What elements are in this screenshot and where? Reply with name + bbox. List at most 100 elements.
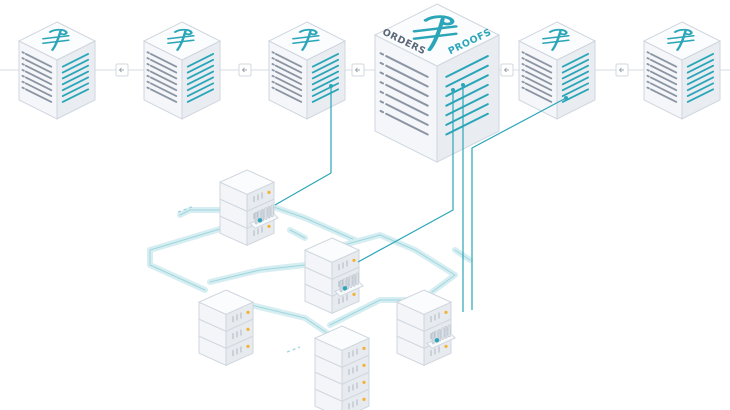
pipe-b-d [207, 262, 308, 285]
block-proof-line [311, 53, 340, 68]
chain-link [615, 63, 629, 77]
server-node-d [197, 289, 255, 367]
server-led [352, 292, 356, 296]
block-record-line [649, 64, 678, 80]
server-led [246, 327, 250, 331]
block-record-bullet [271, 86, 275, 90]
server-led [362, 397, 366, 401]
server-top-face [395, 289, 453, 315]
server-connection-dot [342, 286, 348, 291]
block-record-bullet [646, 86, 650, 90]
server-blade [355, 272, 359, 286]
pipe-a-b-2-core [289, 229, 306, 239]
block-record-bullet [146, 80, 150, 84]
block-record-line [274, 88, 303, 103]
block-record-line [524, 70, 553, 86]
block-proof-line [686, 88, 715, 103]
block-record-bullet [646, 74, 650, 78]
block-record-line [149, 64, 178, 80]
arrow-left-icon [118, 67, 124, 73]
block-proof-line [561, 58, 590, 74]
block-record-line [24, 70, 53, 86]
block-record-line [524, 64, 553, 80]
server-led [267, 190, 271, 194]
server-blade [352, 274, 356, 287]
server-blade [270, 204, 274, 218]
block-proof-line [561, 76, 590, 92]
block-record-line [274, 58, 303, 74]
server-blade [349, 275, 353, 288]
block-record-bullet [646, 57, 650, 60]
block-proof-line [445, 55, 489, 78]
stub-2 [286, 346, 301, 353]
block-record-bullet [521, 51, 525, 54]
block-record-line [385, 112, 429, 136]
wire-start-dot [451, 88, 455, 92]
block-record-line [149, 82, 178, 97]
pipe-a-b-core [267, 204, 356, 241]
block-proof-line [311, 76, 340, 92]
block-record-bullet [379, 100, 385, 104]
block-record-line [649, 58, 678, 74]
block-record-bullet [646, 68, 650, 72]
block-record-line [649, 88, 678, 103]
wire-block3-node-a [274, 86, 332, 206]
server-blade [444, 326, 448, 339]
block-record-line [24, 58, 53, 74]
block-proof-line [186, 82, 215, 97]
block-record-line [149, 58, 178, 74]
block-record-bullet [21, 80, 25, 84]
pipe-west-core [149, 219, 251, 291]
server-node-e [313, 325, 371, 410]
server-top-face [218, 169, 276, 195]
server-blade [441, 327, 445, 340]
block-proof-line [561, 70, 590, 86]
server-led [246, 344, 250, 348]
server-led [267, 224, 271, 228]
block-proof-line [61, 64, 90, 80]
block-record-bullet [379, 52, 385, 56]
block-proof-line [186, 70, 215, 86]
block-record-bullet [521, 63, 525, 66]
block-record-bullet [379, 71, 385, 75]
block-proof-line [686, 76, 715, 92]
block-record-line [524, 53, 553, 68]
block-record-bullet [379, 109, 385, 114]
server-blade [261, 208, 265, 222]
block-record-line [274, 64, 303, 80]
chain-link [500, 63, 514, 77]
server-top-face [303, 237, 361, 263]
block-proof-line [686, 58, 715, 74]
block-record-line [149, 76, 178, 92]
block-record-line [524, 58, 553, 74]
pipe-b-c-core [339, 234, 456, 293]
server-led [362, 346, 366, 350]
wire-start-dot [329, 84, 333, 88]
block-record-bullet [146, 68, 150, 72]
block-proof-line [311, 70, 340, 86]
block-record-bullet [271, 80, 275, 84]
block-record-bullet [521, 57, 525, 60]
block-record-line [649, 76, 678, 92]
block-proof-line [445, 64, 489, 88]
block-proof-line [61, 58, 90, 74]
pipe-d-e-core [229, 299, 331, 336]
block-proof-line [186, 88, 215, 103]
block-record-bullet [646, 51, 650, 54]
block-record-bullet [646, 80, 650, 84]
server-led [362, 363, 366, 367]
arrow-left-icon [503, 67, 509, 73]
block-record-bullet [21, 63, 25, 66]
block-record-line [524, 76, 553, 92]
block-record-line [24, 53, 53, 68]
block-record-line [649, 53, 678, 68]
server-right-face [225, 335, 254, 367]
block-proof-line [311, 88, 340, 103]
block-proof-line [186, 53, 215, 68]
block-record-bullet [21, 74, 25, 78]
block-record-line [524, 88, 553, 103]
block-record-bullet [271, 74, 275, 78]
pipe-b-d-core [209, 264, 306, 283]
